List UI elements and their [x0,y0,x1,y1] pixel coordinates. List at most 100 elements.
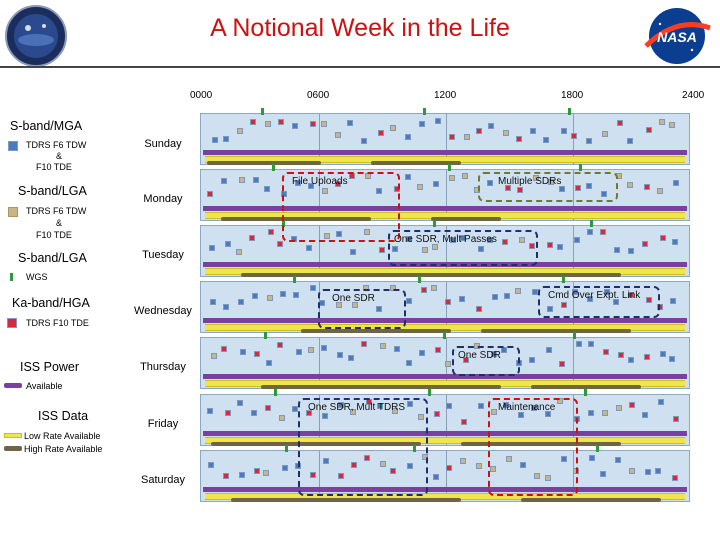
tdrs-pass-marker [559,186,565,192]
legend-amp-1: & [56,151,63,161]
tdrs-pass-marker [545,475,551,481]
ka-pass-marker [657,304,663,310]
legend-sband-mga-heading: S-band/MGA [10,119,83,133]
tdrs-pass-marker [392,408,398,414]
legend-tdrs-f10-tde: TDRS F10 TDE [26,318,89,328]
wgs-pass-marker [413,445,416,452]
power-available-bar [203,431,687,436]
tdrs-pass-marker [547,306,553,312]
legend-tdrs-f6-tdw-1: TDRS F6 TDW [26,140,87,150]
tdrs-pass-marker [407,401,413,407]
legend-iss-data-heading: ISS Data [38,409,89,423]
legend-available: Available [26,381,63,391]
ka-pass-marker [476,128,482,134]
tdrs-pass-marker [308,347,314,353]
hour-gridline [319,451,320,501]
hour-gridline [319,170,320,220]
tdrs-pass-marker [223,136,229,142]
one-sdr-mult-passes-label: One SDR, Mult Passes [394,234,497,245]
tdrs-pass-marker [602,131,608,137]
schedule-row [200,332,690,389]
tdrs-pass-marker [361,138,367,144]
tdrs-pass-marker [419,350,425,356]
power-available-bar [203,487,687,492]
tdrs-pass-marker [629,468,635,474]
tdrs-blue-swatch [8,141,18,151]
ka-pass-marker [644,184,650,190]
tdrs-pass-marker [659,119,665,125]
ka-pass-marker [463,357,469,363]
wgs-pass-marker [596,445,599,452]
ka-pass-marker [335,181,341,187]
file-uploads-label: File Uploads [292,176,348,187]
ka-pass-marker [434,411,440,417]
tdrs-pass-marker [239,472,245,478]
maintenance-box [488,398,578,496]
tdrs-pass-marker [588,341,594,347]
nasa-logo: NASA [640,6,714,66]
tdrs-pass-marker [561,128,567,134]
day-label-monday: Monday [143,193,183,205]
tdrs-pass-marker [446,403,452,409]
tdrs-pass-marker [460,235,466,241]
ka-pass-marker [559,361,565,367]
wgs-pass-marker [584,389,587,396]
tdrs-pass-marker [295,180,301,186]
ka-pass-marker [660,235,666,241]
ka-pass-marker [600,229,606,235]
tdrs-pass-marker [627,138,633,144]
tdrs-pass-marker [337,352,343,358]
tdrs-pass-marker [586,183,592,189]
hour-label-1800: 1800 [561,90,584,101]
tdrs-pass-marker [433,181,439,187]
tdrs-pass-marker [600,471,606,477]
nasa-logo-text: NASA [657,29,697,45]
tdrs-pass-marker [530,128,536,134]
ka-pass-marker [603,349,609,355]
hour-gridline [573,226,574,276]
wgs-pass-marker [423,108,426,115]
schedule-row [200,445,690,502]
wgs-pass-marker [428,389,431,396]
tdrs-pass-marker [488,123,494,129]
hour-label-1200: 1200 [434,90,457,101]
tdrs-pass-marker [491,409,497,415]
tdrs-pass-marker [586,138,592,144]
tdrs-pass-marker [462,173,468,179]
tdrs-pass-marker [377,403,383,409]
tdrs-pass-marker [292,123,298,129]
ka-pass-marker [476,306,482,312]
ka-red-swatch [7,318,17,328]
hour-gridline [446,114,447,164]
high-rate-bar [211,442,421,446]
cmd-over-expt-link-box [538,286,660,318]
ka-pass-marker [449,134,455,140]
ka-pass-marker [673,416,679,422]
tdrs-pass-marker [478,246,484,252]
tdrs-pass-marker [238,299,244,305]
legend-sband-lga-heading-1: S-band/LGA [18,184,87,198]
ka-pass-marker [254,351,260,357]
ka-pass-marker [617,120,623,126]
hour-gridline [573,170,574,220]
tdrs-pass-marker [546,347,552,353]
ka-pass-marker [646,297,652,303]
tdrs-pass-marker [449,175,455,181]
one-sdr-mult-tdrs-label: One SDR, Mult TDRS [308,402,406,413]
ka-pass-marker [529,243,535,249]
ka-pass-marker [277,241,283,247]
ka-pass-marker [445,299,451,305]
tdrs-pass-marker [672,239,678,245]
tdrs-pass-marker [506,456,512,462]
ka-pass-marker [278,119,284,125]
tdrs-pass-marker [487,180,493,186]
ka-pass-marker [379,247,385,253]
wgs-pass-marker [264,332,267,339]
tdrs-pass-marker [613,299,619,305]
hour-gridline [573,114,574,164]
high-rate-bar [371,161,461,165]
tdrs-pass-marker [588,410,594,416]
ka-pass-marker [310,121,316,127]
tdrs-pass-marker [464,134,470,140]
tdrs-pass-marker [628,248,634,254]
